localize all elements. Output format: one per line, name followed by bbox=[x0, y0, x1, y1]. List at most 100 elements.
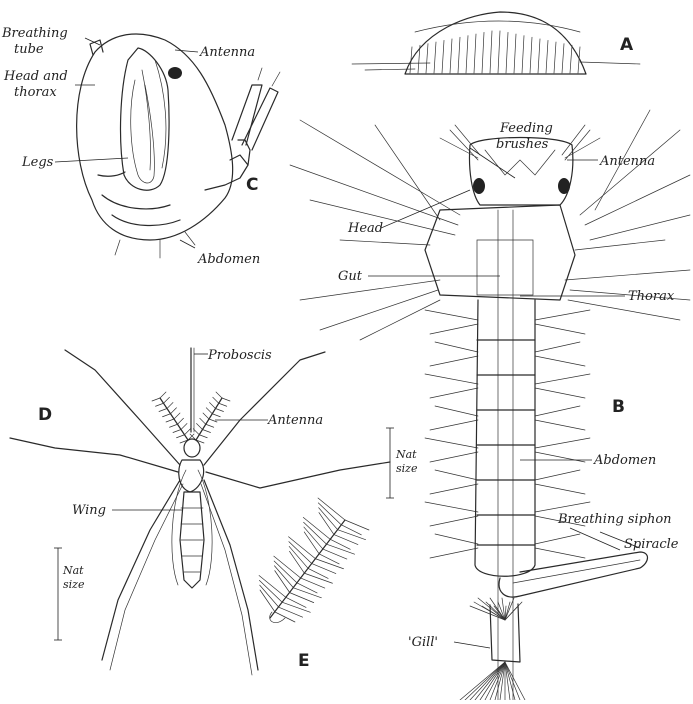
gill-hair bbox=[505, 662, 525, 700]
antenna-plume bbox=[174, 413, 180, 419]
larva-bristle bbox=[430, 548, 478, 558]
larva-bristle bbox=[430, 452, 478, 462]
detail-plume bbox=[286, 597, 306, 607]
egg-raft-drawing bbox=[352, 12, 640, 74]
egg-stroke bbox=[458, 37, 460, 73]
label-larva-antenna: Antenna bbox=[599, 154, 655, 169]
label-pupa-breathing-tube-1: Breathing bbox=[1, 26, 68, 41]
larva-bristle bbox=[425, 374, 478, 384]
label-larva-feeding-1: Feeding bbox=[499, 121, 553, 136]
label-larva-gill: 'Gill' bbox=[408, 635, 438, 650]
larva-bristle bbox=[430, 484, 478, 494]
antenna-plume bbox=[167, 403, 173, 409]
larva-bristle bbox=[535, 342, 580, 352]
larva-bristle bbox=[425, 438, 478, 448]
detail-plume bbox=[275, 612, 295, 622]
adult-scale-text-1: Nat bbox=[62, 564, 84, 577]
antenna-plume bbox=[199, 435, 207, 438]
larva-eye-left bbox=[473, 178, 485, 194]
egg-stroke bbox=[482, 32, 484, 73]
label-adult-antenna: Antenna bbox=[267, 413, 323, 428]
antenna-plume bbox=[197, 424, 203, 430]
larva-scale-text-2: size bbox=[396, 462, 418, 475]
egg-stroke bbox=[522, 36, 524, 73]
gill-hair bbox=[482, 606, 505, 620]
antenna-plume bbox=[156, 403, 164, 406]
pupa-drawing bbox=[77, 34, 280, 258]
antenna-plume bbox=[171, 408, 177, 414]
label-pupa-head-thorax-2: thorax bbox=[14, 85, 57, 100]
antenna-plume bbox=[213, 397, 219, 403]
antenna-plume bbox=[212, 414, 220, 417]
larva-bristle bbox=[535, 324, 585, 334]
larva-bristle bbox=[535, 356, 585, 366]
label-larva-thorax: Thorax bbox=[628, 289, 675, 304]
larva-bristle bbox=[430, 388, 478, 398]
antenna-plume bbox=[203, 413, 209, 419]
larva-bristle bbox=[300, 280, 440, 300]
larva-bristle bbox=[430, 356, 478, 366]
larva-bristle bbox=[300, 120, 460, 215]
antenna-plume bbox=[219, 403, 227, 406]
antenna-plume bbox=[209, 419, 217, 422]
antenna-plume bbox=[164, 397, 170, 403]
larva-bristle bbox=[340, 240, 430, 245]
egg-stroke bbox=[554, 42, 556, 73]
label-larva-spiracle: Spiracle bbox=[624, 537, 679, 552]
egg-stroke bbox=[538, 39, 540, 73]
larva-bristle bbox=[360, 300, 440, 340]
egg-stroke bbox=[562, 44, 564, 73]
larva-bristle bbox=[565, 270, 690, 280]
larva-bristle bbox=[430, 420, 478, 430]
larva-bristle bbox=[535, 470, 580, 480]
antenna-plume bbox=[203, 430, 211, 433]
larva-bristle bbox=[535, 310, 590, 320]
larva-drawing bbox=[290, 110, 690, 700]
adult-scale-bar bbox=[54, 548, 62, 640]
larva-bristle bbox=[575, 240, 665, 250]
antenna-plume bbox=[210, 403, 216, 409]
larva-bristle bbox=[535, 548, 585, 558]
egg-stroke bbox=[546, 40, 548, 73]
label-pupa-legs: Legs bbox=[21, 155, 54, 170]
antenna-plume bbox=[173, 430, 181, 433]
antenna-plume bbox=[166, 419, 174, 422]
label-larva-siphon: Breathing siphon bbox=[557, 512, 672, 527]
larva-bristle bbox=[535, 420, 585, 430]
larva-bristle bbox=[435, 342, 478, 352]
egg-stroke bbox=[426, 44, 428, 73]
adult-scale-text-2: size bbox=[63, 578, 85, 591]
label-adult-wing: Wing bbox=[72, 503, 106, 518]
adult-mosquito-drawing bbox=[10, 348, 390, 675]
antenna-plume bbox=[200, 418, 206, 424]
gill-hair bbox=[505, 662, 515, 700]
egg-stroke bbox=[450, 39, 452, 73]
detail-plume bbox=[297, 583, 317, 593]
antenna-plume bbox=[159, 409, 167, 412]
egg-stroke bbox=[442, 40, 444, 73]
detail-plume bbox=[330, 539, 350, 549]
egg-stroke bbox=[514, 34, 516, 73]
antenna-plume bbox=[170, 424, 178, 427]
label-larva-gut: Gut bbox=[338, 269, 363, 284]
larva-bristle bbox=[535, 374, 590, 384]
antenna-plume bbox=[177, 435, 185, 438]
egg-stroke bbox=[570, 45, 572, 73]
larva-bristle bbox=[535, 452, 585, 462]
larva-bristle bbox=[375, 125, 440, 220]
larva-bristle bbox=[535, 406, 580, 416]
egg-stroke bbox=[498, 31, 500, 73]
larva-bristle bbox=[425, 502, 478, 512]
detail-plume bbox=[319, 554, 339, 564]
label-pupa-antenna: Antenna bbox=[199, 45, 255, 60]
antenna-plume bbox=[152, 398, 160, 401]
egg-stroke bbox=[474, 34, 476, 73]
antenna-plume bbox=[178, 418, 184, 424]
larva-bristle bbox=[535, 438, 590, 448]
larva-bristle bbox=[430, 516, 478, 526]
label-pupa-breathing-tube-2: tube bbox=[14, 42, 44, 57]
label-pupa-abdomen: Abdomen bbox=[197, 252, 260, 267]
larva-bristle bbox=[535, 484, 585, 494]
